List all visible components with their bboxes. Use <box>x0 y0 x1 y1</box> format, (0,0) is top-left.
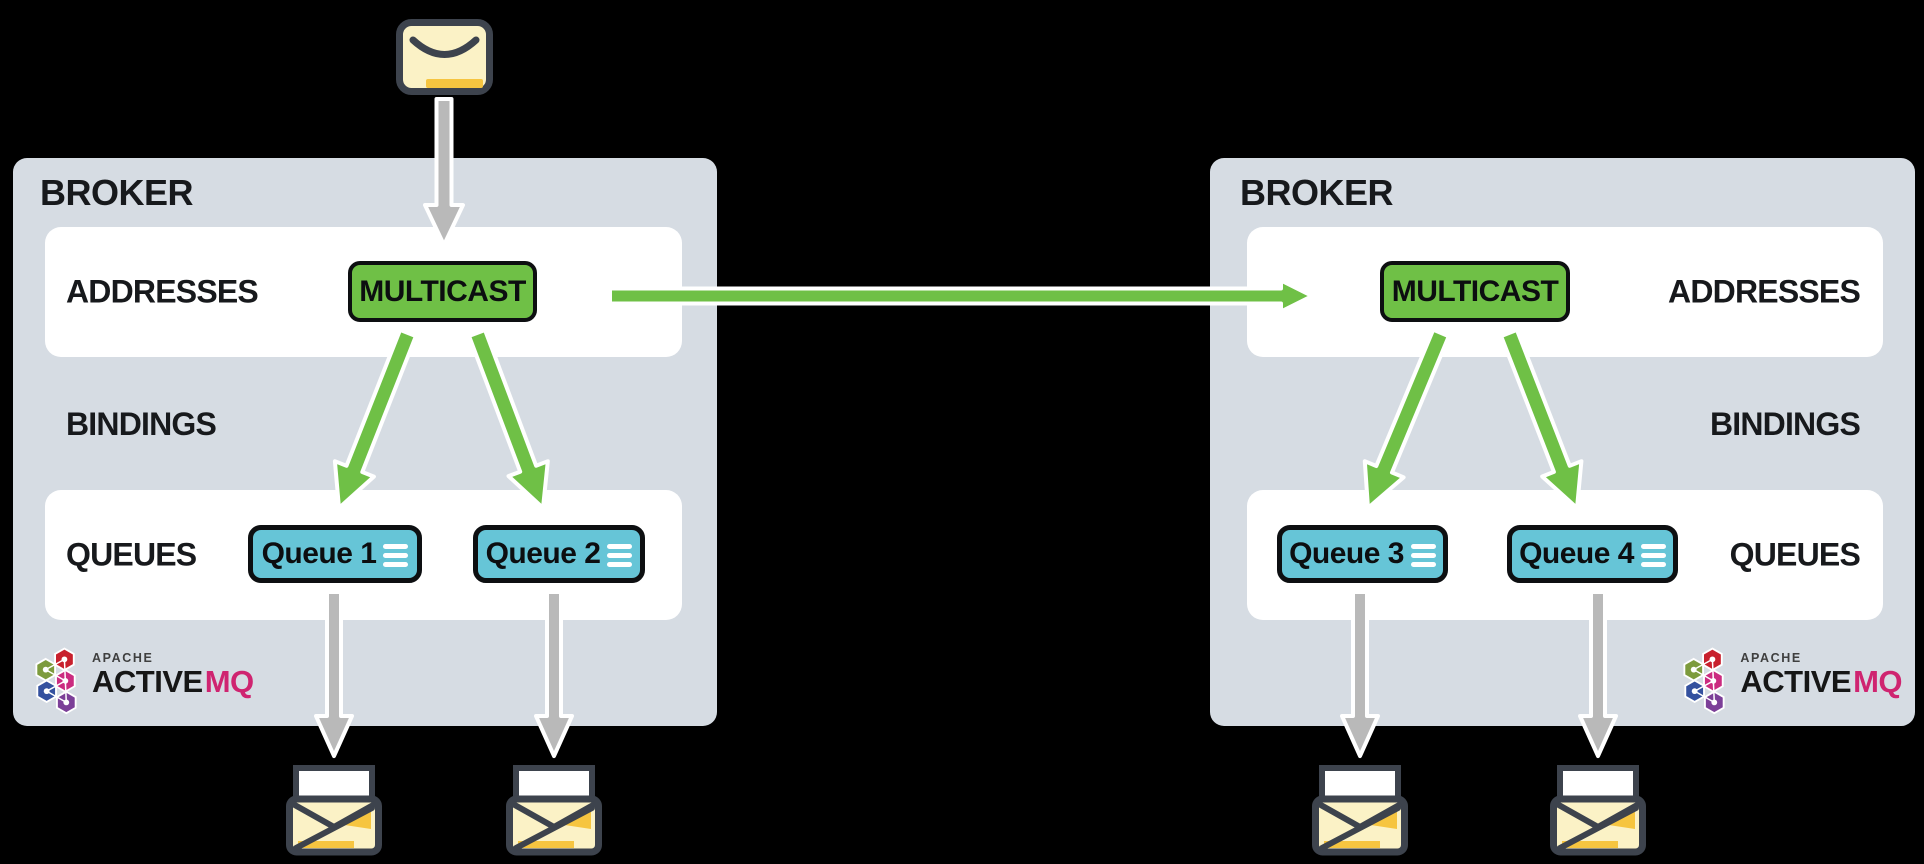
queue-name: Queue 3 <box>1289 537 1404 570</box>
list-lines-icon <box>383 543 409 567</box>
activemq-logo: APACHE ACTIVEMQ <box>27 640 254 718</box>
addresses-label: ADDRESSES <box>66 273 259 310</box>
apache-wordmark: APACHE <box>92 651 154 665</box>
activemq-wordmark: ACTIVEMQ <box>92 664 254 699</box>
queue-name: Queue 1 <box>261 537 377 570</box>
addresses-label: ADDRESSES <box>1668 273 1861 310</box>
queue-node: Queue 1 <box>248 525 422 583</box>
addresses-panel: ADDRESSES MULTICAST <box>45 227 682 357</box>
list-lines-icon <box>1640 543 1666 567</box>
delivered-message-envelope-icon <box>284 763 384 858</box>
bindings-label: BINDINGS <box>66 406 217 442</box>
queues-panel: QUEUES Queue 3 Queue 4 <box>1247 490 1883 620</box>
bindings-label: BINDINGS <box>1709 406 1861 442</box>
apache-wordmark: APACHE <box>1740 651 1802 665</box>
queue-name: Queue 2 <box>485 537 601 570</box>
activemq-hexagon-cluster-icon <box>35 647 77 715</box>
activemq-logo: APACHE ACTIVEMQ <box>1675 640 1902 718</box>
queues-panel: QUEUES Queue 1 Queue 2 <box>45 490 682 620</box>
queue-name: Queue 4 <box>1519 537 1634 570</box>
list-lines-icon <box>607 543 633 567</box>
activemq-hexagon-cluster-icon <box>1683 647 1725 715</box>
queues-label: QUEUES <box>66 536 197 573</box>
list-lines-icon <box>1410 543 1436 567</box>
broker-title: BROKER <box>1240 172 1394 213</box>
broker-panel-left: BROKER ADDRESSES MULTICAST BINDINGS QUEU… <box>13 158 717 726</box>
activemq-wordmark: ACTIVEMQ <box>1740 664 1902 699</box>
multicast-address-node: MULTICAST <box>348 261 537 322</box>
queue-node: Queue 4 <box>1507 525 1678 583</box>
queues-label: QUEUES <box>1729 536 1861 573</box>
delivered-message-envelope-icon <box>1548 763 1648 858</box>
delivered-message-envelope-icon <box>504 763 604 858</box>
producer-message-envelope-icon <box>396 19 493 95</box>
multicast-address-node: MULTICAST <box>1380 261 1570 322</box>
broker-title: BROKER <box>40 172 194 213</box>
addresses-panel: ADDRESSES MULTICAST <box>1247 227 1883 357</box>
queue-node: Queue 3 <box>1277 525 1448 583</box>
broker-panel-right: BROKER ADDRESSES MULTICAST BINDINGS QUEU… <box>1210 158 1915 726</box>
queue-node: Queue 2 <box>473 525 645 583</box>
delivered-message-envelope-icon <box>1310 763 1410 858</box>
